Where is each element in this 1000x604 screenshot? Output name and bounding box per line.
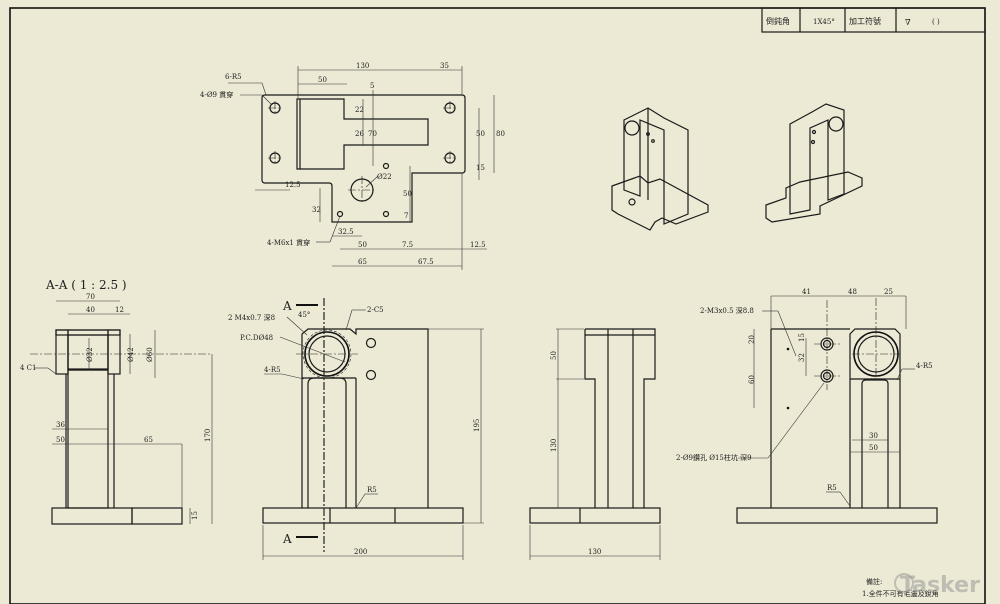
dim-7: 7 xyxy=(404,212,408,220)
counterbore-label: 2-Ø9鑽孔 Ø15柱坑 深9 xyxy=(676,453,752,462)
dim-50d: 50 xyxy=(358,241,367,249)
section-view-a-a: A-A ( 1 : 2.5 ) 70 40 12 Ø32 Ø42 Ø60 36 … xyxy=(20,278,213,525)
dim-15: 15 xyxy=(191,511,199,520)
dim-50: 50 xyxy=(318,76,327,84)
dim-d60: Ø60 xyxy=(146,347,154,362)
notes-line-1: 1.全件不可有毛邊及銳角 xyxy=(862,589,939,598)
dim-50c: 50 xyxy=(403,190,412,198)
dim-40: 40 xyxy=(86,306,95,314)
fillet-4-r5-label: 4-R5 xyxy=(916,362,933,370)
dim-200: 200 xyxy=(354,548,367,556)
dim-50: 50 xyxy=(550,351,558,360)
dim-70: 70 xyxy=(86,293,95,301)
dim-15: 15 xyxy=(476,164,485,172)
thread-m3-label: 2-M3x0.5 深8.8 xyxy=(700,306,754,315)
chamfer-2-c5-label: 2-C5 xyxy=(367,306,384,314)
chamfer-4-c1-label: 4 C1 xyxy=(20,364,37,372)
dim-20: 20 xyxy=(748,335,756,344)
dim-65: 65 xyxy=(358,258,367,266)
fillet-4-r5-label: 4-R5 xyxy=(264,366,281,374)
dim-195: 195 xyxy=(473,419,481,432)
dim-32: 32 xyxy=(798,353,806,362)
fillet-6-r5-label: 6-R5 xyxy=(225,73,242,81)
dim-130b: 130 xyxy=(588,548,601,556)
machining-value: ( ) xyxy=(932,18,940,26)
dim-30: 30 xyxy=(869,432,878,440)
title-block: 倒鈍角 1X45° 加工符號 ∇ ( ) xyxy=(761,7,986,33)
dim-65: 65 xyxy=(144,436,153,444)
dim-41: 41 xyxy=(802,288,811,296)
dim-25: 25 xyxy=(884,288,893,296)
dim-d32: Ø32 xyxy=(86,347,94,362)
drawing-border xyxy=(9,7,986,604)
thread-m4-label: 2 M4x0.7 深8 xyxy=(228,313,275,322)
notes-heading: 備註: xyxy=(866,577,882,586)
dim-32-5: 32.5 xyxy=(338,228,354,236)
section-title: A-A ( 1 : 2.5 ) xyxy=(45,278,127,292)
dim-12: 12 xyxy=(115,306,124,314)
dim-50: 50 xyxy=(869,444,878,452)
dim-70: 70 xyxy=(368,130,377,138)
dim-130: 130 xyxy=(356,62,369,70)
watermark-logo-icon xyxy=(894,573,914,593)
dim-15: 15 xyxy=(798,333,806,342)
dim-22: 22 xyxy=(355,106,364,114)
dim-50: 50 xyxy=(56,436,65,444)
angle-45-label: 45° xyxy=(298,311,310,319)
notes: 備註: 1.全件不可有毛邊及銳角 xyxy=(862,577,939,598)
dim-35: 35 xyxy=(440,62,449,70)
mount-holes xyxy=(268,101,457,218)
fillet-r5-label: R5 xyxy=(827,484,837,492)
fillet-r5-label: R5 xyxy=(367,486,377,494)
side-view: 50 130 130 xyxy=(529,328,661,560)
dim-7-5: 7.5 xyxy=(402,241,413,249)
tapped-m6-label: 4-M6x1 貫穿 xyxy=(267,238,310,247)
top-view: 130 35 50 5 22 26 70 50 80 15 12.5 32 50… xyxy=(200,62,505,270)
dim-67-5: 67.5 xyxy=(418,258,434,266)
dim-26: 26 xyxy=(355,130,364,138)
dim-130: 130 xyxy=(550,439,558,452)
front-view: A A 2 M4x0.7 深8 45° P.C.DØ48 2-C5 4-R5 R… xyxy=(228,298,484,560)
dim-36: 36 xyxy=(56,421,65,429)
isometric-view-right xyxy=(765,103,863,223)
isometric-view-left xyxy=(611,107,709,231)
dim-50b: 50 xyxy=(476,130,485,138)
machining-label: 加工符號 xyxy=(849,16,881,26)
section-mark-top: A xyxy=(282,299,292,313)
dim-32: 32 xyxy=(312,206,321,214)
surface-finish-icon: ∇ xyxy=(905,18,911,27)
dim-12-5b: 12.5 xyxy=(470,241,486,249)
pcd-48-label: P.C.DØ48 xyxy=(240,334,273,342)
section-mark-bottom: A xyxy=(282,532,292,546)
chamfer-label: 倒鈍角 xyxy=(766,16,790,26)
dim-d42: Ø42 xyxy=(127,347,135,362)
bore-d22-label: Ø22 xyxy=(377,173,392,181)
dim-80: 80 xyxy=(496,130,505,138)
dim-12-5: 12.5 xyxy=(285,181,301,189)
dim-170: 170 xyxy=(204,429,212,442)
dim-48: 48 xyxy=(848,288,857,296)
holes-4-d9-label: 4-Ø9 貫穿 xyxy=(200,90,233,99)
rear-view: 41 48 25 20 15 32 60 30 50 2-M3x0.5 深8.8… xyxy=(676,288,938,524)
chamfer-value: 1X45° xyxy=(813,18,835,26)
dim-60: 60 xyxy=(748,375,756,384)
dim-5: 5 xyxy=(370,82,374,90)
